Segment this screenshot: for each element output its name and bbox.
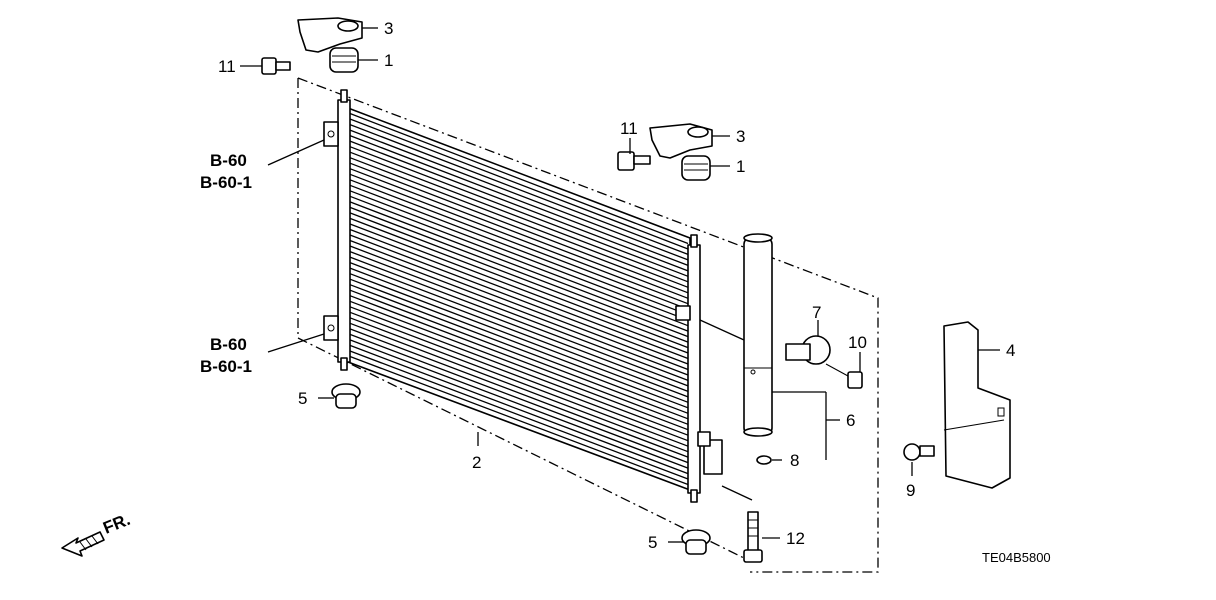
clamp-bolt <box>825 363 863 389</box>
callout-11-mid: 11 <box>620 119 638 138</box>
condenser-fin-line <box>349 184 689 316</box>
assembly-outline <box>297 77 879 573</box>
condenser-fin-line <box>349 245 689 376</box>
callout-9: 9 <box>906 481 915 500</box>
condenser-fin-line <box>349 328 689 458</box>
lower-cushion-bottom <box>681 529 711 555</box>
condenser-fin-line <box>349 278 689 409</box>
bolt-mid <box>617 151 651 171</box>
callout-1-mid: 1 <box>736 157 745 176</box>
condenser-fin-line <box>349 212 689 343</box>
front-label: FR. <box>100 510 133 538</box>
condenser-fin-line <box>349 134 689 267</box>
condenser-fin-line <box>349 350 689 480</box>
bolt-top <box>261 57 291 75</box>
callout-8: 8 <box>790 451 799 470</box>
condenser-fin-line <box>349 201 689 332</box>
callout-12: 12 <box>786 529 805 548</box>
side-seal <box>943 321 1011 489</box>
condenser-fin-line <box>349 146 689 277</box>
front-direction-indicator: FR. <box>61 510 133 557</box>
condenser-fin-line <box>349 157 689 288</box>
callout-1-top: 1 <box>384 51 393 70</box>
condenser-fin-line <box>349 223 689 354</box>
callout-11-top: 11 <box>218 57 236 76</box>
condenser-fin-line <box>349 190 689 321</box>
condenser-fin-line <box>349 118 689 250</box>
callout-5-left: 5 <box>298 389 307 408</box>
condenser-fin-line <box>349 289 689 420</box>
reference-lower-b: B-60-1 <box>200 357 252 376</box>
condenser-fin-line <box>349 217 689 349</box>
condenser-fin-line <box>349 179 689 310</box>
callout-3-mid: 3 <box>736 127 745 146</box>
callout-5-bottom: 5 <box>648 533 657 552</box>
condenser-fin-line <box>349 256 689 387</box>
dryer-clamp <box>785 335 831 365</box>
mount-bracket-mid <box>649 123 713 159</box>
condenser-fin-line <box>349 250 689 382</box>
condenser-fin-line <box>349 322 689 453</box>
condenser-fin-line <box>349 112 689 245</box>
condenser-fin-line <box>349 333 689 464</box>
condenser-core <box>323 89 723 503</box>
condenser-fin-line <box>349 295 689 425</box>
callout-6: 6 <box>846 411 855 430</box>
condenser-fin-line <box>349 339 689 469</box>
condenser-fin-line <box>349 267 689 398</box>
o-ring <box>756 455 772 465</box>
condenser-fin-line <box>349 123 689 256</box>
condenser-fin-line <box>349 239 689 371</box>
condenser-fin-line <box>349 300 689 431</box>
rubber-cushion-mid <box>681 155 711 181</box>
condenser-fin-line <box>349 129 689 261</box>
reference-upper-a: B-60 <box>210 151 247 170</box>
condenser-fin-line <box>349 206 689 338</box>
rubber-cushion-top <box>329 47 359 73</box>
condenser-fin-line <box>349 273 689 403</box>
callout-10: 10 <box>848 333 867 352</box>
lower-cushion-left <box>331 383 361 409</box>
leader-lines <box>240 27 1000 543</box>
reference-lower-a: B-60 <box>210 335 247 354</box>
condenser-fin-line <box>349 234 689 365</box>
seal-clip <box>903 443 935 461</box>
condenser-fin-line <box>349 140 689 272</box>
long-bolt <box>743 511 763 563</box>
receiver-dryer <box>743 233 773 437</box>
condenser-fins <box>349 112 689 486</box>
condenser-fin-line <box>349 173 689 305</box>
callout-numbers: 3 1 11 11 3 1 5 2 5 12 7 10 6 8 4 9 <box>218 19 1015 552</box>
reference-labels: B-60 B-60-1 B-60 B-60-1 <box>200 151 252 376</box>
mount-bracket-top <box>297 17 363 53</box>
condenser-fin-line <box>349 311 689 442</box>
condenser-fin-line <box>349 261 689 393</box>
reference-upper-b: B-60-1 <box>200 173 252 192</box>
condenser-fin-line <box>349 284 689 414</box>
condenser-fin-line <box>349 151 689 283</box>
callout-7: 7 <box>812 303 821 322</box>
condenser-fin-line <box>349 306 689 436</box>
callout-2: 2 <box>472 453 481 472</box>
condenser-fin-line <box>349 344 689 475</box>
condenser-fin-line <box>349 195 689 327</box>
condenser-fin-line <box>349 317 689 447</box>
condenser-fin-line <box>349 168 689 299</box>
callout-3-top: 3 <box>384 19 393 38</box>
condenser-fin-line <box>349 228 689 360</box>
callout-4: 4 <box>1006 341 1015 360</box>
condenser-fin-line <box>349 355 689 486</box>
condenser-fin-line <box>349 162 689 294</box>
diagram-code: TE04B5800 <box>982 550 1051 565</box>
